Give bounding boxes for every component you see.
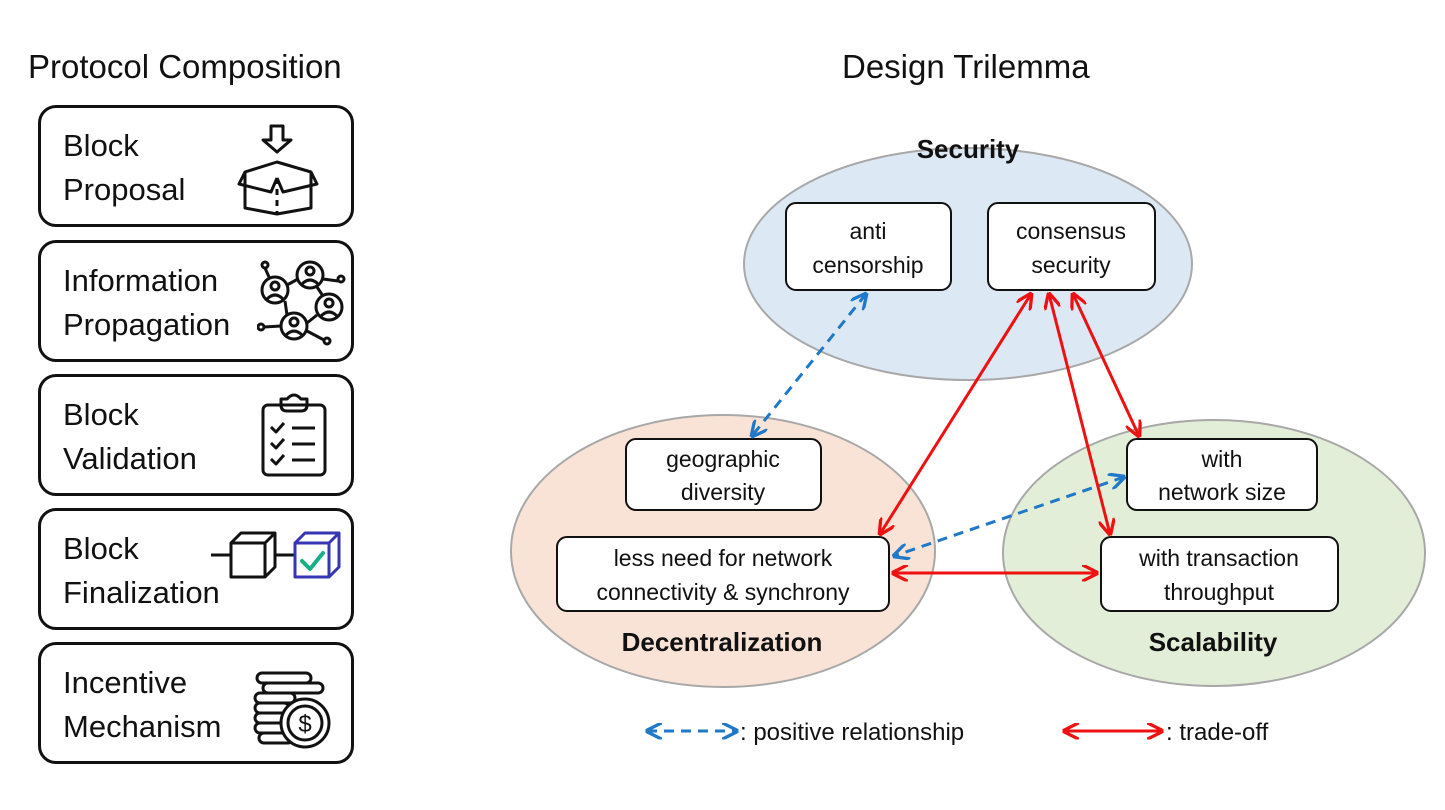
security-label: Security	[917, 134, 1020, 164]
component-label-line1: Block	[63, 531, 139, 566]
component-label-line1: Block	[63, 397, 139, 432]
node-line1: geographic	[666, 446, 780, 472]
node-line1: anti	[849, 218, 886, 244]
component-label-line1: Information	[63, 263, 219, 298]
node-less-need-connectivity: less need for network connectivity & syn…	[556, 536, 890, 612]
component-information-propagation[interactable]: Information Propagation	[38, 240, 354, 362]
node-transaction-throughput: with transaction throughput	[1100, 536, 1339, 612]
component-block-proposal[interactable]: Block Proposal	[38, 105, 354, 227]
node-line1: with transaction	[1138, 545, 1299, 571]
node-network-size: with network size	[1126, 438, 1318, 511]
node-geographic-diversity: geographic diversity	[625, 438, 822, 511]
legend-positive-label: : positive relationship	[740, 719, 964, 746]
component-incentive-mechanism[interactable]: Incentive Mechanism $	[38, 642, 354, 764]
node-line1: less need for network	[614, 545, 833, 571]
protocol-composition-title: Protocol Composition	[28, 48, 342, 85]
component-label-line1: Block	[63, 128, 139, 163]
open-box-download-icon	[237, 124, 319, 216]
positive-arrow-censorship-diversity	[752, 294, 866, 436]
node-line2: connectivity & synchrony	[596, 579, 850, 605]
chained-blocks-check-icon	[211, 531, 341, 579]
legend-tradeoff-label: : trade-off	[1166, 719, 1269, 746]
tradeoff-arrow-security-connectivity	[880, 294, 1031, 534]
node-line2: censorship	[812, 252, 923, 278]
node-line2: diversity	[681, 479, 766, 505]
coin-stack-dollar-icon: $	[253, 671, 331, 749]
component-label-line2: Finalization	[63, 575, 220, 610]
component-label-line1: Incentive	[63, 665, 188, 700]
component-label-line2: Proposal	[63, 172, 186, 207]
svg-text:$: $	[298, 711, 311, 738]
clipboard-checklist-icon	[261, 393, 327, 477]
network-people-icon	[257, 260, 346, 346]
decentralization-label: Decentralization	[622, 627, 823, 657]
node-line2: security	[1031, 252, 1111, 278]
node-line1: consensus	[1016, 218, 1126, 244]
component-label-line2: Validation	[63, 441, 197, 476]
design-trilemma-title: Design Trilemma	[842, 48, 1090, 85]
node-line2: network size	[1158, 479, 1286, 505]
node-anti-censorship: anti censorship	[785, 202, 952, 291]
tradeoff-arrow-security-networksize	[1073, 294, 1139, 436]
node-line1: with	[1201, 446, 1243, 472]
component-label-line2: Mechanism	[63, 709, 222, 744]
component-block-validation[interactable]: Block Validation	[38, 374, 354, 496]
component-block-finalization[interactable]: Block Finalization	[38, 508, 354, 630]
node-line2: throughput	[1164, 579, 1275, 605]
scalability-label: Scalability	[1149, 627, 1278, 657]
component-label-line2: Propagation	[63, 307, 231, 342]
node-consensus-security: consensus security	[987, 202, 1156, 291]
